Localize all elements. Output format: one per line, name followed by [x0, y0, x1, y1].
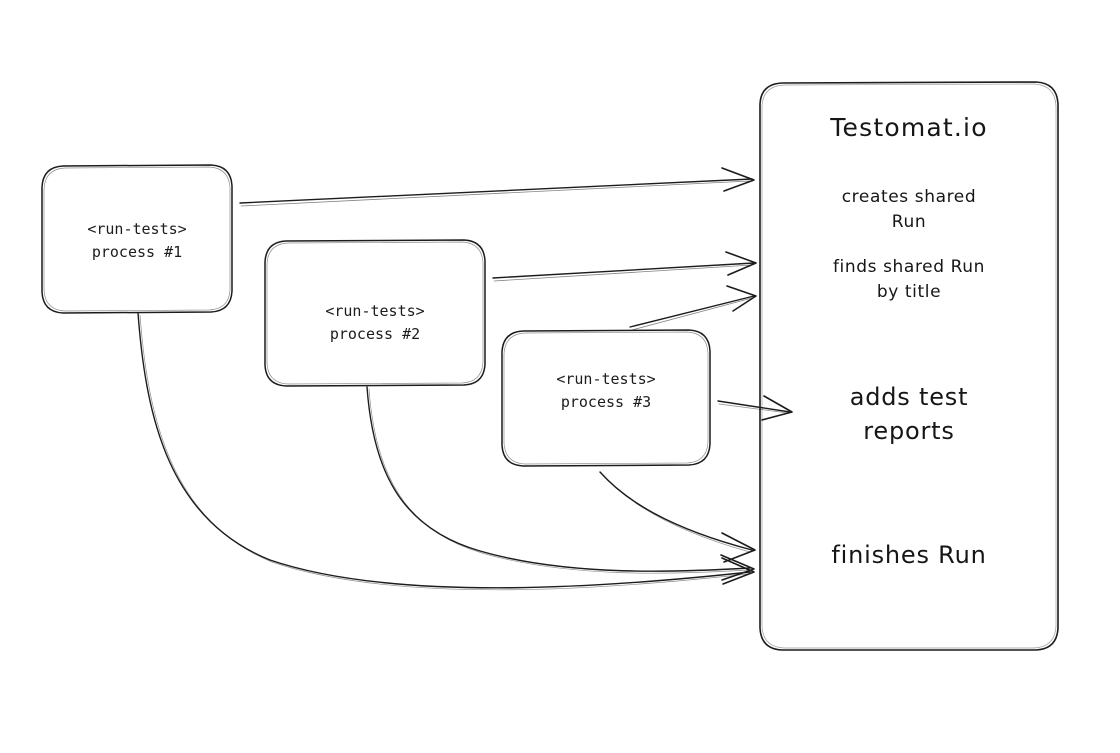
edge-p3-finds-run	[629, 285, 757, 331]
edge-p3-adds-reports	[717, 395, 793, 421]
node-process-1-shape[interactable]	[41, 164, 233, 314]
testomat-panel-shape[interactable]	[759, 81, 1059, 651]
edge-p1-finishes-run	[137, 312, 755, 591]
node-process-2-shape[interactable]	[264, 239, 486, 387]
edge-p2-finds-run	[492, 251, 757, 282]
node-process-3-shape[interactable]	[501, 329, 711, 467]
edge-p3-finishes-run	[599, 471, 756, 563]
edge-p1-creates-run	[239, 167, 755, 207]
